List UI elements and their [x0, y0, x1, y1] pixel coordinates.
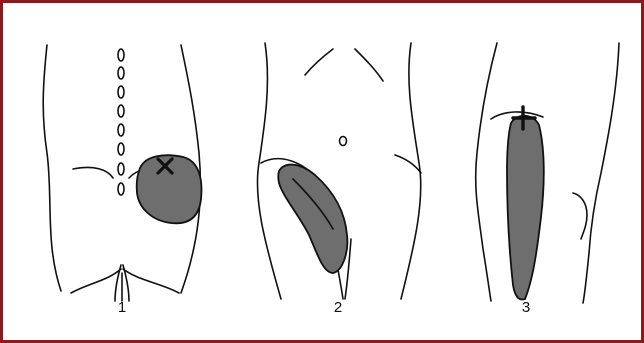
- panel-3-figure: [476, 43, 619, 303]
- panel-1-spine: [118, 49, 124, 195]
- panel-1-figure: [43, 45, 201, 301]
- panel-2-left-rib-margin: [305, 49, 333, 75]
- panel-3-back-line: [476, 43, 497, 301]
- panel-3-front-line: [583, 43, 619, 303]
- panel-1-number-label: 1: [107, 299, 137, 317]
- panel-3-shaded-area: [507, 116, 544, 300]
- body-outline-illustration: [3, 3, 641, 340]
- panel-3-front-bulge: [573, 193, 587, 239]
- panel-2-right-inguinal-line: [395, 155, 421, 173]
- panel-1-left-buttock-line: [73, 167, 113, 178]
- panel-1-right-buttock-base: [123, 269, 179, 293]
- panel-1-left-flank-line: [43, 45, 61, 291]
- panel-3-number-label: 3: [511, 299, 541, 317]
- panel-2-number-label: 2: [323, 299, 353, 317]
- panel-1-shaded-area: [137, 155, 202, 223]
- panel-2-right-rib-margin: [355, 49, 383, 81]
- panel-1-left-buttock-base: [71, 269, 121, 293]
- panel-2-shaded-area: [278, 165, 347, 273]
- panel-2-figure: [257, 43, 421, 299]
- panel-2-right-side-line: [401, 43, 421, 299]
- navel-circle-icon: [340, 137, 347, 146]
- panel-2-left-side-line: [257, 43, 281, 299]
